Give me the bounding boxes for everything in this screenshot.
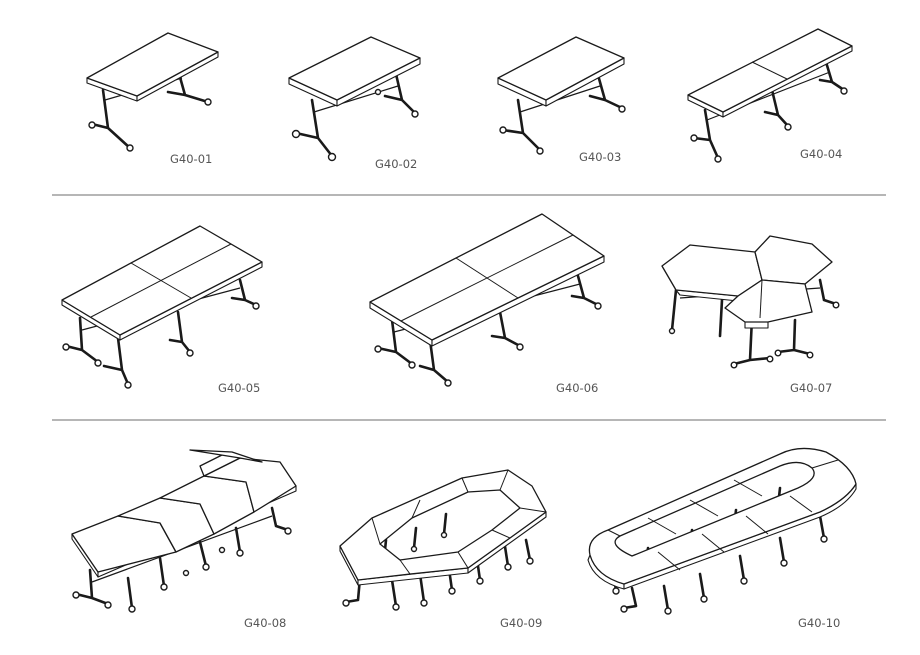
single-folding-table-icon	[86, 32, 219, 152]
item-g40-10: G40-10	[587, 447, 857, 630]
racetrack-conference-arrangement-icon	[587, 447, 857, 615]
item-g40-09: G40-09	[339, 469, 547, 630]
item-code-label: G40-04	[800, 147, 842, 161]
item-g40-03: G40-03	[497, 36, 626, 164]
two-table-row-icon	[687, 28, 853, 163]
three-table-trapezoid-cluster-icon	[661, 235, 840, 369]
item-g40-04: G40-04	[687, 28, 853, 163]
six-table-trapezoid-block-icon	[71, 449, 297, 613]
hollow-hexagon-arrangement-icon	[339, 469, 547, 611]
four-table-conference-icon	[369, 213, 605, 387]
item-g40-02: G40-02	[288, 36, 421, 171]
item-g40-07: G40-07	[661, 235, 840, 395]
item-code-label: G40-02	[375, 157, 417, 171]
item-code-label: G40-10	[798, 616, 840, 630]
item-code-label: G40-03	[579, 150, 621, 164]
item-g40-06: G40-06	[369, 213, 605, 395]
item-code-label: G40-09	[500, 616, 542, 630]
item-code-label: G40-07	[790, 381, 832, 395]
item-code-label: G40-01	[170, 152, 212, 166]
item-g40-08: G40-08	[71, 449, 297, 630]
single-folding-table-compact-icon	[497, 36, 626, 155]
four-table-block-icon	[61, 225, 263, 389]
item-g40-01: G40-01	[86, 32, 219, 166]
item-code-label: G40-05	[218, 381, 260, 395]
item-code-label: G40-06	[556, 381, 598, 395]
item-code-label: G40-08	[244, 616, 286, 630]
item-g40-05: G40-05	[61, 225, 263, 395]
single-folding-table-wheeled-icon	[288, 36, 421, 162]
